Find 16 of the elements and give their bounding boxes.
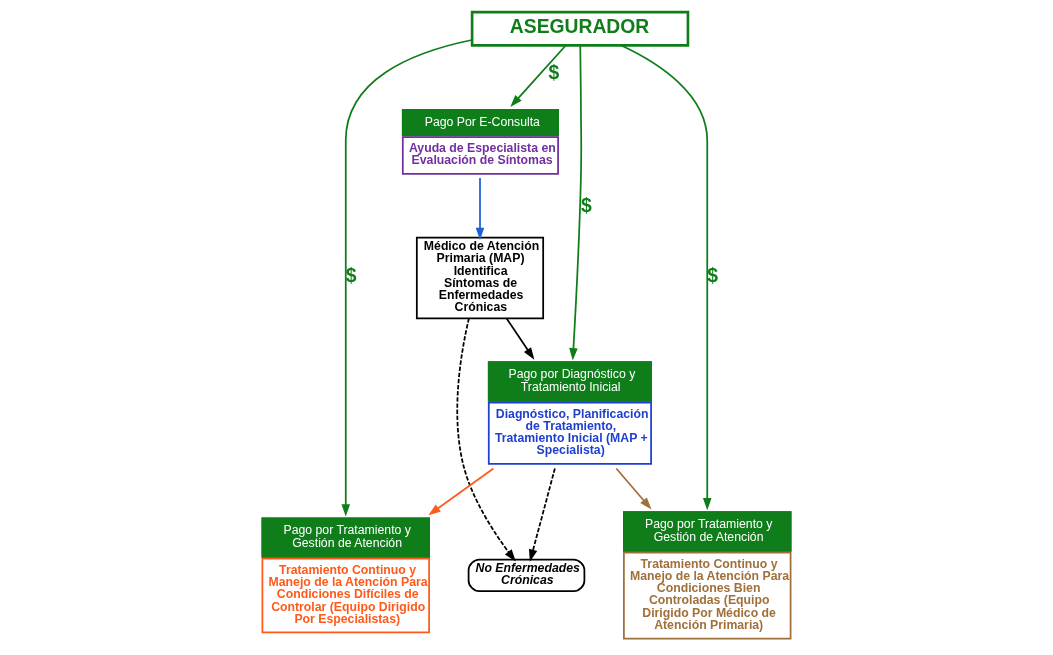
- node-box: No Enfermedades Crónicas: [467, 558, 586, 593]
- arrow: [428, 467, 495, 516]
- arrow: [510, 44, 567, 107]
- edge-label: $: [548, 62, 560, 84]
- arrow: [615, 467, 652, 510]
- arrow: [456, 317, 516, 562]
- edge-label: $: [707, 264, 718, 286]
- arrow: [620, 44, 712, 511]
- edge-label: $: [580, 194, 592, 216]
- node-box: Médico de Atención Primaria (MAP) Identifica Síntomas de Enfermedades Crónicas: [415, 236, 545, 320]
- arrow: [475, 177, 485, 240]
- arrow: [341, 39, 473, 517]
- arrow: [569, 44, 583, 361]
- arrow: [505, 317, 535, 360]
- arrow: [528, 467, 556, 562]
- node-box: ASEGURADOR: [470, 10, 690, 47]
